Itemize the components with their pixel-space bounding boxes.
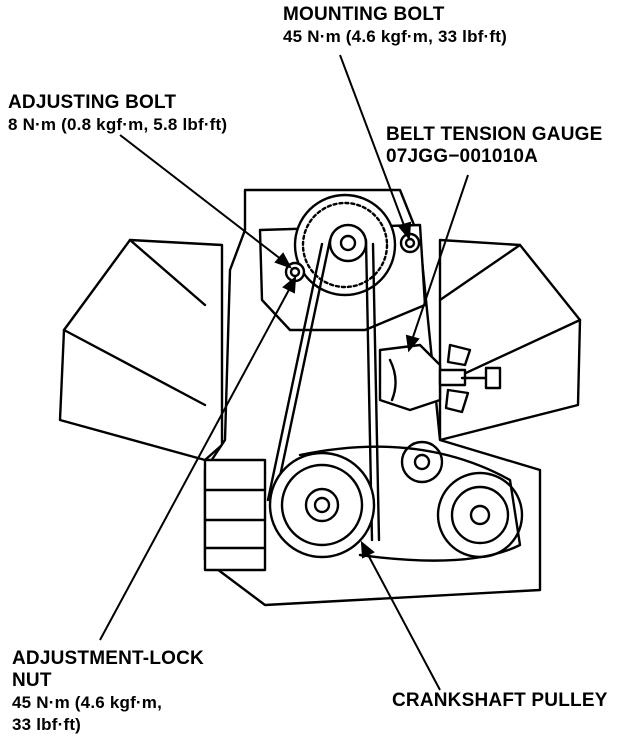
belt-tension-gauge-tool bbox=[378, 343, 502, 414]
belt-tension-gauge-part-number: 07JGG−001010A bbox=[386, 146, 539, 167]
adjustment-lock-nut-name-line1: ADJUSTMENT-LOCK bbox=[12, 648, 204, 669]
crankshaft-pulley-label: CRANKSHAFT PULLEY bbox=[392, 690, 608, 712]
ac-pulley bbox=[436, 471, 524, 559]
alternator-fan-ring bbox=[301, 201, 389, 289]
ps-pump-body bbox=[203, 458, 267, 572]
adjustment-lock-nut-torque-line2: 33 lbf·ft) bbox=[12, 715, 82, 734]
adjustment-lock-nut-name-line2: NUT bbox=[12, 670, 52, 691]
adjusting-bolt-name: ADJUSTING BOLT bbox=[8, 92, 177, 113]
right-cylinder-bank bbox=[438, 238, 582, 442]
adjustment-lock-nut-label: ADJUSTMENT-LOCK NUT 45 N·m (4.6 kgf·m, 3… bbox=[12, 648, 204, 736]
crankshaft-pulley-name: CRANKSHAFT PULLEY bbox=[392, 690, 608, 711]
left-cylinder-bank bbox=[58, 238, 224, 462]
belt-tension-gauge-label: BELT TENSION GAUGE 07JGG−001010A bbox=[386, 124, 602, 168]
mounting-bolt-name: MOUNTING BOLT bbox=[283, 4, 445, 25]
lower-belt bbox=[298, 445, 522, 562]
adjustment-lock-nut-torque-line1: 45 N·m (4.6 kgf·m, bbox=[12, 693, 163, 712]
drive-belt bbox=[266, 238, 381, 542]
mounting-bolt-torque: 45 N·m (4.6 kgf·m, 33 lbf·ft) bbox=[283, 27, 507, 46]
alternator-pulley bbox=[328, 223, 368, 263]
mounting-bolt-label: MOUNTING BOLT 45 N·m (4.6 kgf·m, 33 lbf·… bbox=[283, 4, 507, 48]
adjusting-bolt-torque: 8 N·m (0.8 kgf·m, 5.8 lbf·ft) bbox=[8, 115, 228, 134]
belt-tension-gauge-name: BELT TENSION GAUGE bbox=[386, 124, 603, 145]
adjusting-bolt-label: ADJUSTING BOLT 8 N·m (0.8 kgf·m, 5.8 lbf… bbox=[8, 92, 227, 136]
